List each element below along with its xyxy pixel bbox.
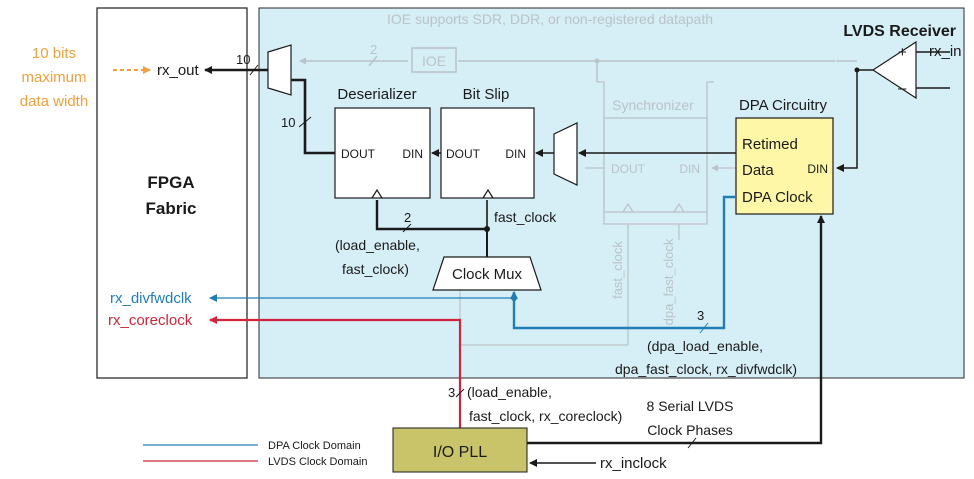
- rx-in-plus: +: [898, 44, 907, 61]
- ioe-bus-width: 2: [370, 42, 377, 57]
- ioe-label: IOE: [422, 53, 446, 69]
- dpa-circuitry-block: [735, 117, 834, 215]
- dpa-data: Data: [742, 162, 774, 179]
- ioe-junction-dot: [594, 58, 600, 64]
- width-note-line3: data width: [20, 93, 88, 110]
- rx-in-buffer: [871, 40, 917, 100]
- receiver-title: LVDS Receiver: [843, 23, 956, 40]
- legend-lvds-label: LVDS Clock Domain: [268, 456, 367, 468]
- rx-coreclock-path: [209, 316, 462, 428]
- synchronizer-dpa-fast-clock: dpa_fast_clock: [661, 238, 676, 325]
- clock-mux-label: Clock Mux: [452, 266, 523, 283]
- dpa-bus-width: 3: [697, 308, 704, 323]
- deserializer-din: DIN: [402, 147, 423, 161]
- rx-out-bus-width: 10: [236, 52, 250, 67]
- dpa-title: DPA Circuitry: [739, 97, 828, 114]
- clock-mux-signals-2: fast_clock): [342, 261, 409, 277]
- output-mux: [267, 44, 292, 96]
- deserializer-clock-input: [371, 188, 383, 199]
- dpa-din: DIN: [807, 162, 828, 176]
- bitslip-fast-clock: fast_clock: [494, 209, 557, 225]
- pll-bus-width: 3: [448, 385, 455, 400]
- fpga-fabric-title-1: FPGA: [147, 173, 194, 192]
- deserializer-title: Deserializer: [337, 86, 416, 103]
- data-bus-10: [291, 78, 335, 155]
- synchronizer-fast-clock: fast_clock: [610, 241, 625, 299]
- dpa-bus-signals-2: dpa_fast_clock, rx_divfwdclk): [615, 361, 797, 377]
- pll-bus-signals-1: (load_enable,: [467, 384, 552, 400]
- rx-in-path: [836, 69, 873, 172]
- clock-mux: [432, 256, 542, 291]
- synchronizer-dout: DOUT: [611, 162, 646, 176]
- io-pll-block: [392, 427, 528, 473]
- bitslip-din: DIN: [505, 147, 526, 161]
- fpga-fabric-title-2: Fabric: [145, 199, 196, 218]
- deserializer-dout: DOUT: [341, 147, 376, 161]
- dpa-clock-path: [512, 195, 736, 330]
- bitslip-dout: DOUT: [446, 147, 481, 161]
- rx-coreclock-label: rx_coreclock: [108, 312, 193, 329]
- io-pll-label: I/O PLL: [433, 444, 487, 461]
- width-note-line1: 10 bits: [32, 45, 76, 62]
- bitslip-clock-input: [482, 188, 494, 199]
- synchronizer-block: [459, 81, 738, 346]
- bitslip-title: Bit Slip: [463, 86, 510, 103]
- ioe-bypass-path: [299, 47, 835, 82]
- clock-mux-bus-width: 2: [404, 210, 411, 225]
- synchronizer-din: DIN: [679, 162, 700, 176]
- rx-divfwdclk-label: rx_divfwdclk: [110, 290, 192, 307]
- dpa-clock: DPA Clock: [742, 189, 813, 206]
- serial-clock-bus: [527, 215, 825, 445]
- dpa-bus-signals-1: (dpa_load_enable,: [647, 338, 763, 354]
- rx-inclock-label: rx_inclock: [600, 455, 667, 472]
- rx-in-minus: –: [898, 80, 907, 97]
- ioe-note: IOE supports SDR, DDR, or non-registered…: [387, 11, 713, 27]
- serial-phases-1: 8 Serial LVDS: [647, 398, 734, 414]
- rx-in-label: rx_in: [929, 43, 962, 60]
- width-note-line2: maximum: [21, 69, 86, 86]
- bitslip-input-mux: [553, 122, 578, 186]
- dpa-retimed: Retimed: [742, 136, 798, 153]
- clock-mux-signals-1: (load_enable,: [335, 237, 420, 253]
- serial-phases-2: Clock Phases: [647, 422, 733, 438]
- synchronizer-title: Synchronizer: [612, 97, 694, 113]
- rx-out-label: rx_out: [157, 62, 200, 79]
- deserializer-bus-width: 10: [281, 115, 295, 130]
- pll-bus-signals-2: fast_clock, rx_coreclock): [469, 408, 622, 424]
- legend-dpa-label: DPA Clock Domain: [268, 440, 361, 452]
